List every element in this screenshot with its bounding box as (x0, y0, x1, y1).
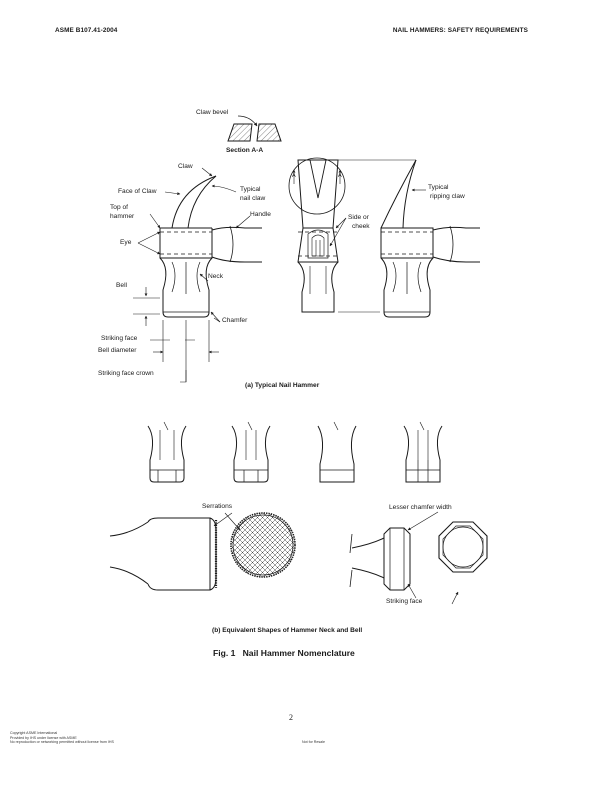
label-bell-diameter: Bell diameter (98, 347, 137, 354)
label-serrations: Serrations (202, 503, 233, 510)
octagonal-bell-side (350, 512, 438, 598)
footer-line-3: No reproduction or networking permitted … (10, 740, 114, 745)
side-view-hammer (133, 168, 262, 382)
label-section-aa: Section A-A (226, 147, 264, 154)
label-claw-bevel: Claw bevel (196, 109, 229, 116)
label-side-or-cheek-1: Side or (348, 214, 369, 221)
label-section-mark-right: A (338, 173, 342, 179)
label-striking-face-b: Striking face (386, 598, 423, 605)
footer-copyright: Copyright ASME International Provided by… (10, 731, 114, 745)
label-side-or-cheek-2: cheek (352, 223, 370, 230)
label-typical-ripping-claw-1: Typical (428, 184, 449, 191)
figure-title: Fig. 1 Nail Hammer Nomenclature (213, 648, 355, 658)
serrated-face-circle (213, 513, 295, 577)
label-face-of-claw: Face of Claw (118, 188, 157, 195)
front-view-hammer (289, 158, 416, 312)
footer-not-for-resale: Not for Resale (302, 740, 325, 744)
label-striking-face: Striking face (101, 335, 138, 342)
label-section-mark-left: A (292, 173, 296, 179)
header-left: ASME B107.41-2004 (55, 27, 118, 34)
label-typical-nail-claw-2: nail claw (240, 195, 266, 202)
label-lesser-chamfer-width: Lesser chamfer width (389, 504, 452, 511)
label-typical-ripping-claw-2: ripping claw (430, 193, 465, 200)
label-neck: Neck (208, 273, 224, 280)
claw-bevel-section (228, 116, 281, 141)
label-claw: Claw (178, 163, 193, 170)
caption-a: (a) Typical Nail Hammer (245, 382, 320, 389)
header-right: NAIL HAMMERS: SAFETY REQUIREMENTS (392, 27, 528, 34)
label-handle: Handle (250, 211, 271, 218)
caption-b: (b) Equivalent Shapes of Hammer Neck and… (212, 627, 363, 634)
neck-bell-shapes (148, 422, 442, 482)
ripping-claw-hammer (381, 160, 480, 317)
octagonal-face (439, 522, 487, 604)
label-typical-nail-claw-1: Typical (240, 186, 261, 193)
label-eye: Eye (120, 239, 132, 246)
label-chamfer: Chamfer (222, 317, 248, 324)
label-striking-face-crown: Striking face crown (98, 370, 154, 377)
page-number: 2 (289, 713, 293, 722)
label-bell: Bell (116, 282, 127, 289)
footer-line-1: Copyright ASME International (10, 731, 58, 735)
serrated-bell-side (110, 518, 216, 590)
footer-line-2: Provided by IHS under license with ASME (10, 735, 77, 740)
label-top-of-hammer-1: Top of (110, 204, 128, 211)
label-top-of-hammer-2: hammer (110, 213, 135, 220)
